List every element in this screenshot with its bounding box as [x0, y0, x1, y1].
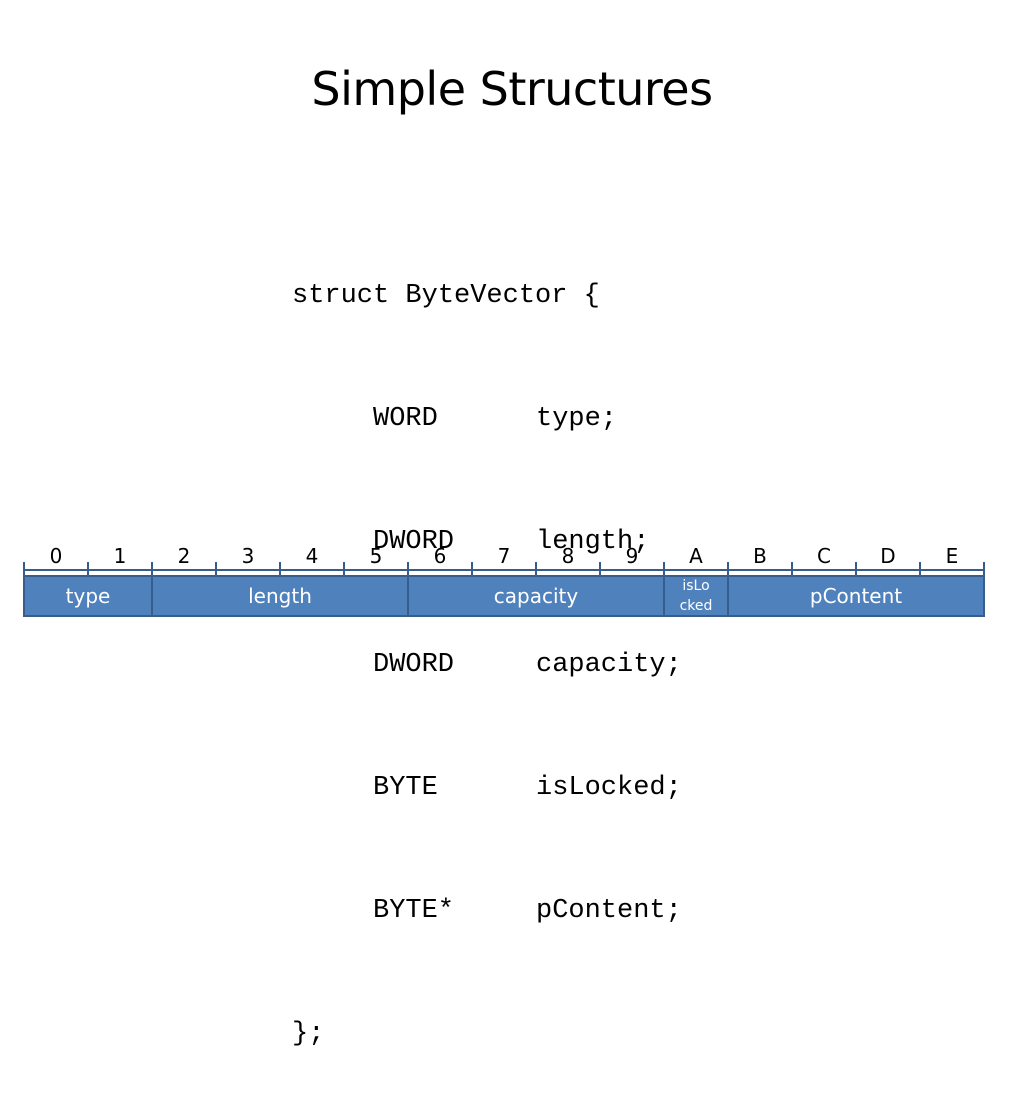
member-name: length;	[536, 527, 650, 557]
struct-code-block: struct ByteVector { WORD type; DWORD lengt…	[292, 194, 682, 1096]
offset-label: 0	[49, 544, 63, 568]
offset-label: 3	[241, 544, 255, 568]
struct-member-length: DWORD length;	[292, 522, 682, 563]
memory-layout-svg	[23, 562, 985, 617]
member-type: BYTE*	[373, 896, 455, 926]
offset-label: 4	[305, 544, 319, 568]
memory-bar	[23, 575, 985, 617]
member-type: DWORD	[373, 650, 455, 680]
struct-header: struct ByteVector {	[292, 281, 600, 311]
offset-label: 2	[177, 544, 191, 568]
member-name: isLocked;	[536, 773, 682, 803]
offset-label: 5	[369, 544, 383, 568]
offset-label: 8	[561, 544, 575, 568]
offset-label: 7	[497, 544, 511, 568]
offset-label: D	[880, 544, 896, 568]
offset-label: A	[689, 544, 703, 568]
member-name: pContent;	[536, 896, 682, 926]
offset-label: C	[817, 544, 831, 568]
struct-footer: };	[292, 1019, 325, 1049]
field-label: capacity	[493, 584, 579, 608]
offset-label: B	[753, 544, 767, 568]
struct-member-type: WORD type;	[292, 399, 682, 440]
member-type: DWORD	[373, 527, 455, 557]
member-type: WORD	[373, 404, 438, 434]
field-label: isLo cked	[679, 578, 713, 614]
member-type: BYTE	[373, 773, 438, 803]
member-name: type;	[536, 404, 618, 434]
struct-member-pcontent: BYTE* pContent;	[292, 891, 682, 932]
slide-title: Simple Structures	[311, 62, 713, 116]
struct-member-islocked: BYTE isLocked;	[292, 768, 682, 809]
field-label: pContent	[809, 584, 903, 608]
offset-label: 9	[625, 544, 639, 568]
offset-label: 6	[433, 544, 447, 568]
field-label: type	[65, 584, 111, 608]
struct-member-capacity: DWORD capacity;	[292, 645, 682, 686]
offset-label: 1	[113, 544, 127, 568]
field-label: length	[248, 584, 312, 608]
member-name: capacity;	[536, 650, 682, 680]
offset-label: E	[945, 544, 959, 568]
